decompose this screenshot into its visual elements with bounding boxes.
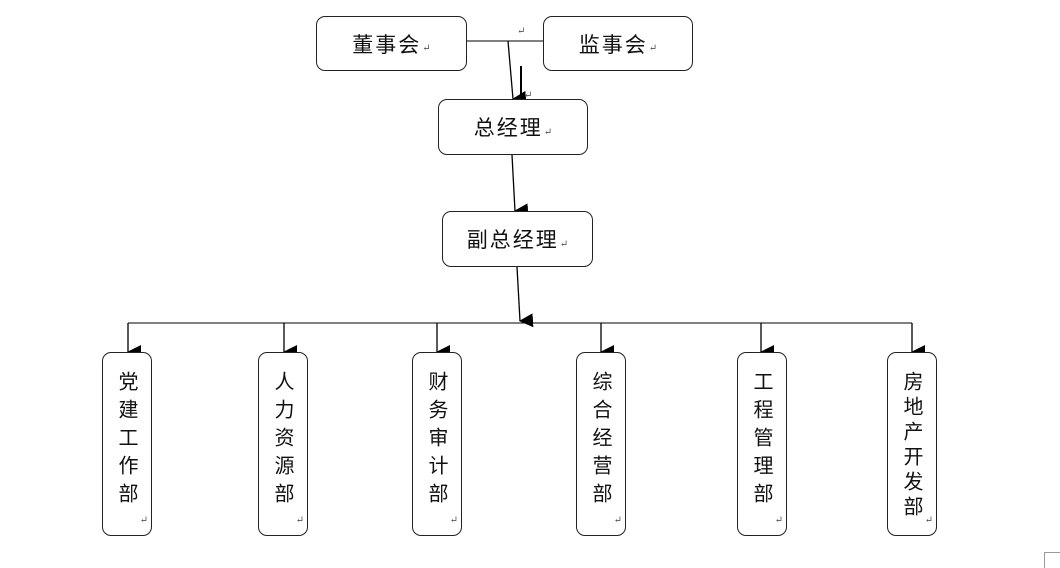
paragraph-mark: ↵: [648, 43, 658, 54]
department-node-finance: 财务审计部 ↵: [412, 352, 462, 536]
paragraph-mark: ↵: [524, 90, 533, 101]
paragraph-mark: ↵: [422, 43, 431, 54]
board-of-supervisors-node: 监事会↵: [543, 16, 693, 71]
board-of-directors-node: 董事会↵: [316, 16, 467, 71]
edge-deputy-bus: [516, 266, 534, 328]
department-node-party: 党建工作部 ↵: [102, 352, 152, 536]
node-label: 董事会: [352, 32, 422, 57]
department-node-hr: 人力资源部 ↵: [258, 352, 308, 536]
node-label: 总经理: [473, 116, 543, 140]
paragraph-mark: ↵: [559, 238, 569, 250]
paragraph-mark: ↵: [517, 26, 526, 37]
node-label: 监事会: [578, 32, 648, 57]
node-label: 财务审计部: [425, 371, 449, 511]
node-label: 人力资源部: [271, 371, 295, 511]
paragraph-mark: ↵: [613, 515, 622, 526]
paragraph-mark: ↵: [774, 515, 783, 526]
node-label: 工程管理部: [750, 371, 774, 511]
deputy-general-manager-node: 副总经理↵: [442, 211, 593, 267]
department-node-realestate: 房地产开发部 ↵: [887, 352, 937, 536]
edge-gm-deputy: [511, 154, 529, 218]
department-node-operations: 综合经营部 ↵: [576, 352, 626, 536]
page-corner-mark: [1044, 552, 1060, 568]
department-node-engineering: 工程管理部 ↵: [737, 352, 787, 536]
node-label: 房地产开发部: [900, 371, 924, 521]
paragraph-mark: ↵: [449, 515, 458, 526]
paragraph-mark: ↵: [924, 515, 933, 526]
node-label: 党建工作部: [115, 371, 139, 511]
paragraph-mark: ↵: [139, 515, 148, 526]
general-manager-node: 总经理↵: [438, 99, 588, 155]
edge-to-general-manager: [507, 40, 527, 105]
paragraph-mark: ↵: [543, 126, 553, 138]
node-label: 综合经营部: [589, 371, 613, 511]
node-label: 副总经理: [466, 228, 559, 252]
paragraph-mark: ↵: [295, 515, 304, 526]
